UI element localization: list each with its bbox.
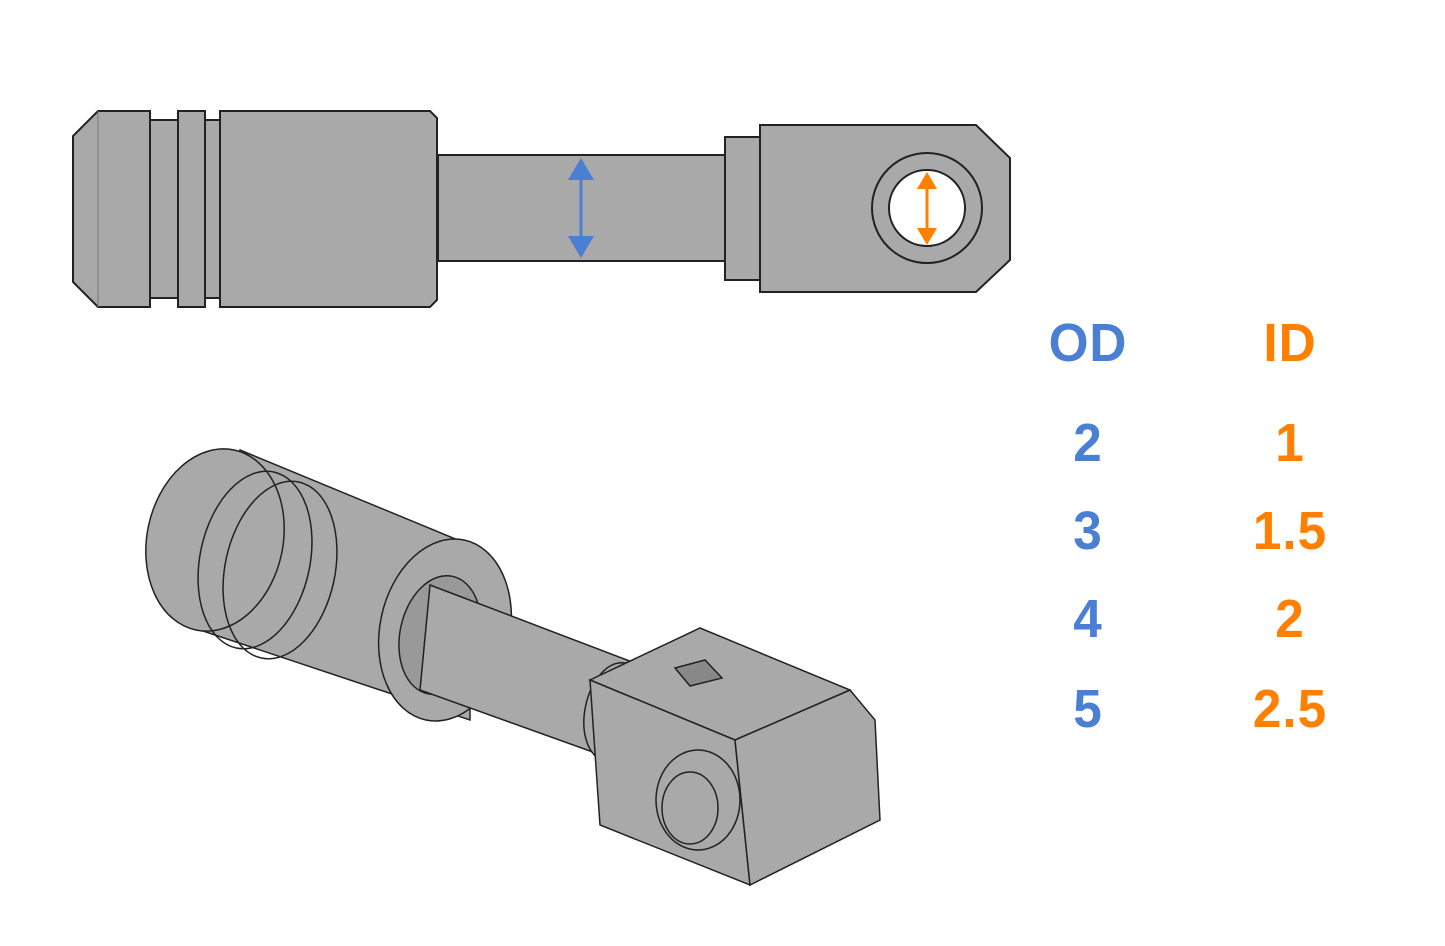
- iso-pin-inner: [661, 771, 719, 845]
- iso-end-cap: [145, 448, 285, 632]
- od-value: 4: [1073, 589, 1103, 649]
- id-value: 2.5: [1252, 679, 1328, 739]
- id-value: 2: [1275, 589, 1305, 649]
- id-header: ID: [1263, 313, 1317, 373]
- iso-slot: [673, 659, 724, 687]
- cylinder-body: [219, 110, 438, 308]
- groove: [204, 119, 221, 299]
- ring: [177, 110, 206, 308]
- od-value: 5: [1073, 679, 1103, 739]
- collar: [724, 136, 761, 281]
- id-value: 1.5: [1252, 501, 1328, 561]
- isometric-view: [145, 448, 881, 887]
- end-cap: [72, 110, 151, 308]
- od-dimension-arrow: [568, 158, 594, 258]
- groove: [149, 119, 179, 299]
- id-value: 1: [1275, 413, 1305, 473]
- iso-eye-block-side: [734, 689, 881, 887]
- od-value: 2: [1073, 413, 1103, 473]
- od-header: OD: [1048, 313, 1128, 373]
- id-dimension-arrow: [917, 172, 937, 245]
- top-view: [72, 110, 1011, 308]
- od-value: 3: [1073, 501, 1103, 561]
